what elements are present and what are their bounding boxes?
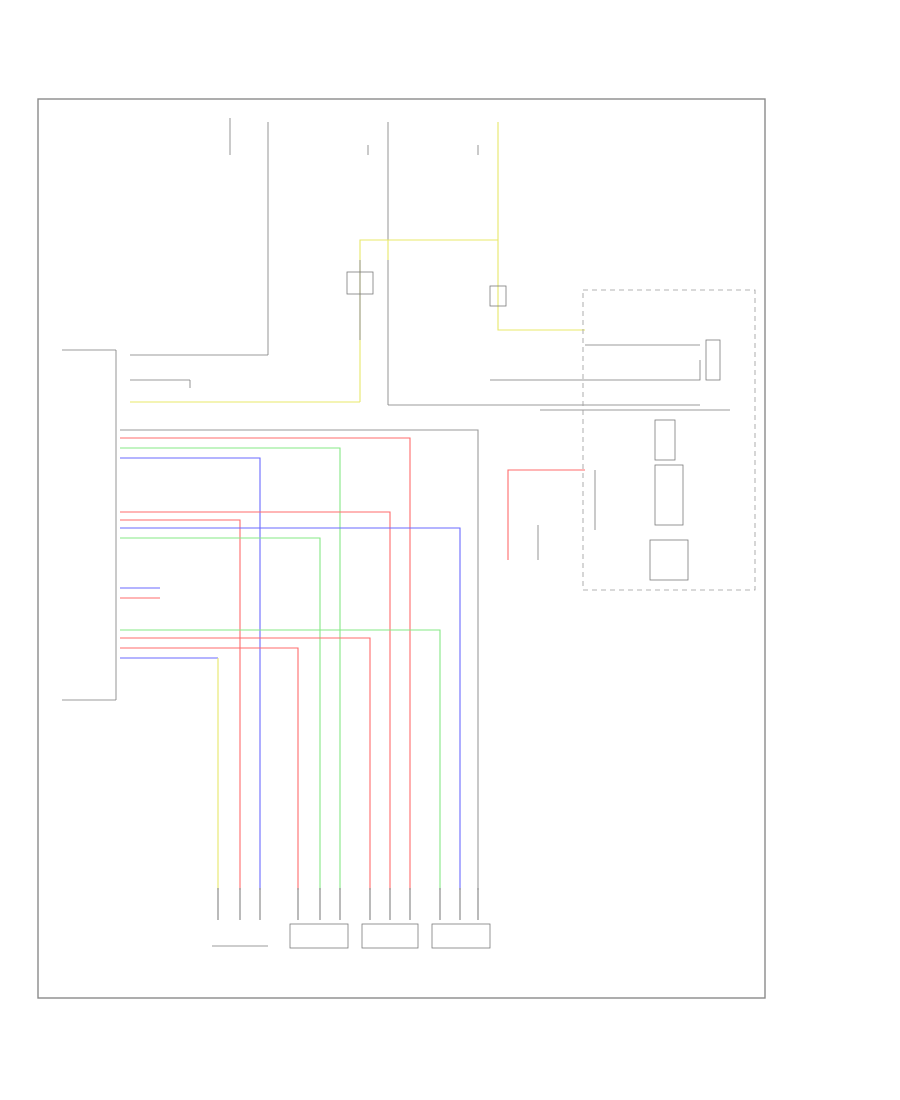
power-feed-1 [229, 118, 269, 355]
connector-a [212, 888, 268, 947]
block-b [489, 285, 507, 307]
connector-d [431, 888, 491, 949]
wire-group-upper [120, 429, 479, 890]
wire-group-middle [120, 511, 461, 890]
wire-group-lower [120, 629, 441, 890]
diagram-border [37, 98, 766, 999]
tcm-connector [62, 349, 268, 701]
connector-c [361, 888, 419, 949]
yellow-supply-bus [130, 239, 585, 403]
gray-signal-runs [388, 344, 730, 411]
sensor-wires [507, 469, 585, 560]
connector-b [289, 888, 349, 949]
control-module [582, 289, 756, 591]
power-feed-3 [477, 122, 499, 240]
power-feed-2 [367, 122, 389, 240]
